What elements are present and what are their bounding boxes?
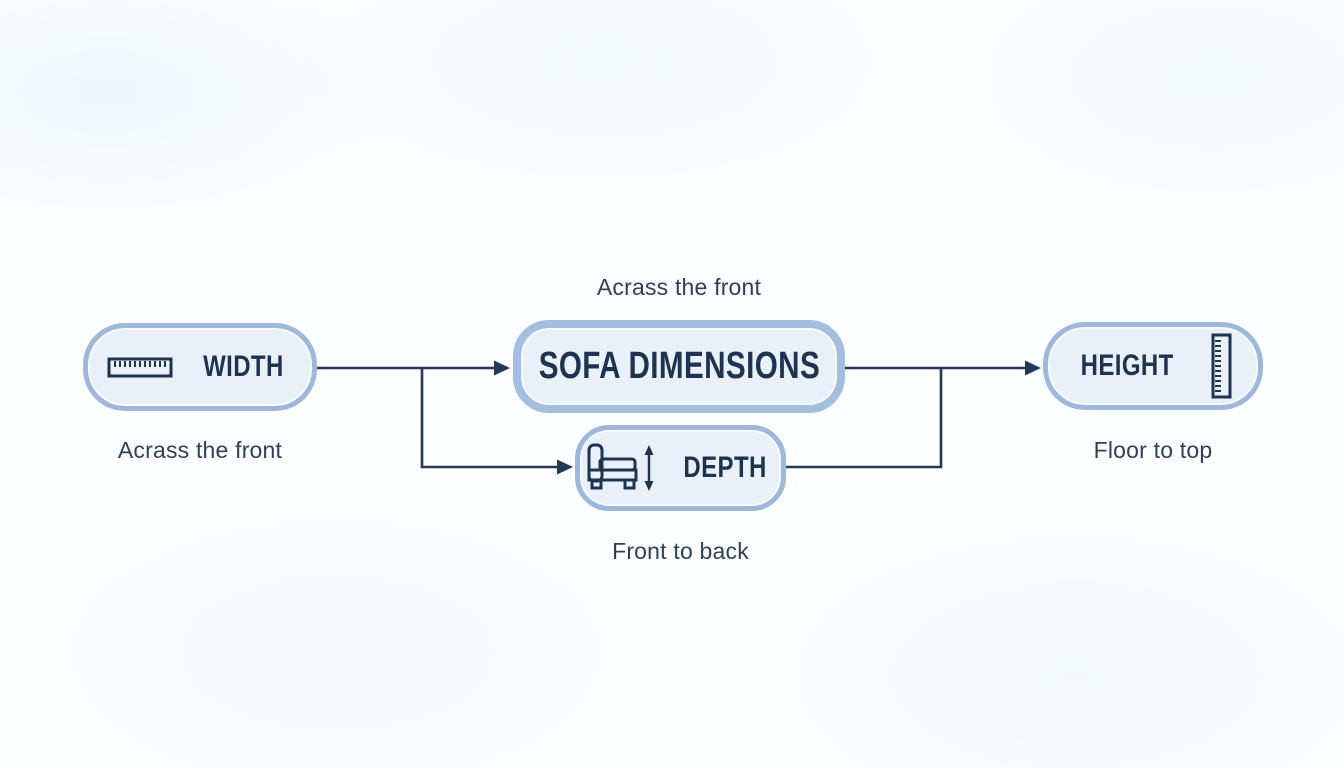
node-sofa-dimensions-label: SOFA DIMENSIONS [538, 345, 820, 387]
arrowhead-into-center [494, 360, 510, 376]
line-depth-merge [786, 368, 943, 469]
node-height-label: HEIGHT [1080, 349, 1174, 382]
arrow-branch-to-depth [420, 368, 559, 469]
arrowhead-into-depth [557, 459, 573, 475]
vertical-ruler-icon [1207, 333, 1237, 399]
sofa-depth-icon [583, 442, 659, 494]
node-depth: DEPTH [575, 425, 786, 511]
caption-width: Acrass the front [117, 437, 283, 463]
node-sofa-dimensions: SOFA DIMENSIONS [513, 320, 845, 413]
caption-depth: Front to back [612, 538, 749, 564]
node-width-label: WIDTH [202, 350, 284, 383]
arrowhead-into-height [1025, 360, 1041, 376]
node-width: WIDTH [83, 323, 317, 411]
horizontal-ruler-icon [107, 352, 173, 382]
node-depth-label: DEPTH [683, 451, 768, 484]
node-height: HEIGHT [1043, 322, 1263, 410]
caption-center: Acrass the front [596, 274, 762, 300]
caption-height: Floor to top [1093, 437, 1213, 463]
